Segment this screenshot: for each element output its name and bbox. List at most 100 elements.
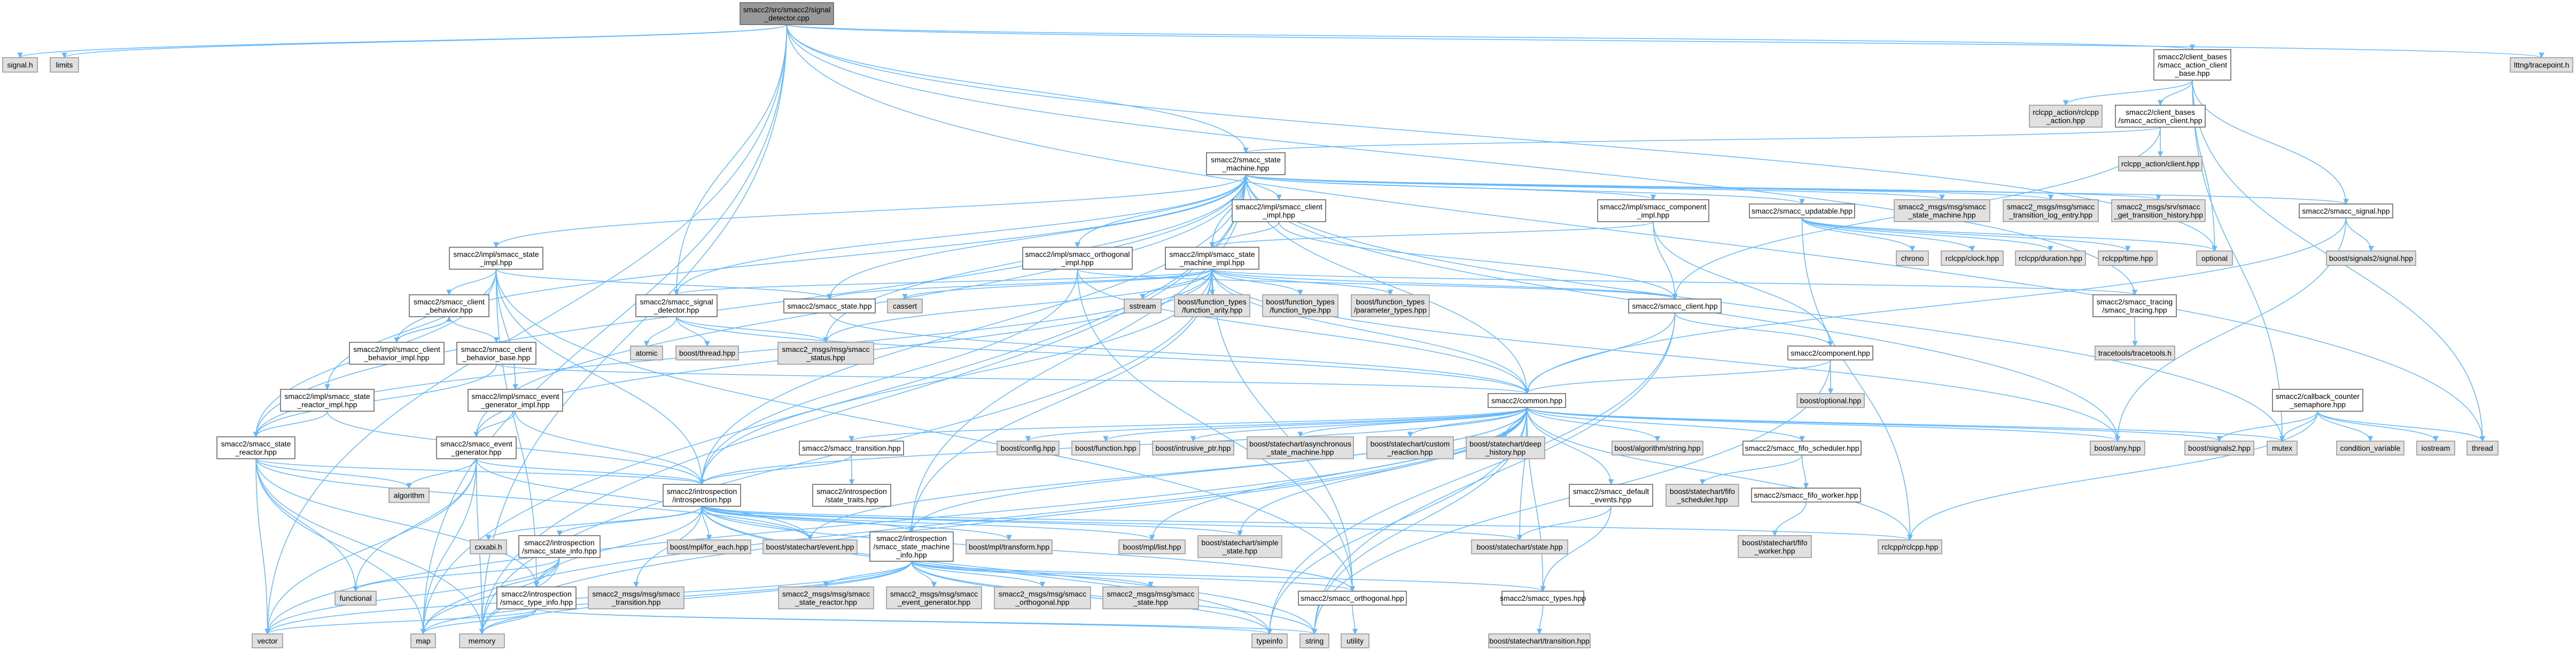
node-label: smacc2/smacc_client.hpp bbox=[1632, 302, 1718, 310]
dependency-edge bbox=[324, 269, 497, 390]
dependency-edge bbox=[643, 316, 677, 347]
graph-node-sr-impl[interactable]: smacc2/impl/smacc_state_reactor_impl.hpp bbox=[280, 389, 375, 412]
node-label: _history.hpp bbox=[1485, 448, 1526, 456]
graph-node-signal[interactable]: smacc2/smacc_signal.hpp bbox=[2299, 203, 2393, 218]
graph-node-fifosched[interactable]: smacc2/smacc_fifo_scheduler.hpp bbox=[1742, 441, 1862, 456]
node-label: boost/mpl/for_each.hpp bbox=[670, 543, 749, 551]
graph-node-tracing[interactable]: smacc2/smacc_tracing/smacc_tracing.hpp bbox=[2092, 294, 2177, 317]
node-label: smacc2/introspection bbox=[524, 538, 595, 547]
graph-node-action-client[interactable]: smacc2/client_bases/smacc_action_client.… bbox=[2115, 105, 2206, 128]
dependency-edge bbox=[786, 24, 2195, 51]
graph-node-component[interactable]: smacc2/component.hpp bbox=[1787, 346, 1873, 360]
graph-node-cb[interactable]: smacc2/smacc_client_behavior.hpp bbox=[409, 294, 489, 317]
node-box bbox=[280, 389, 375, 412]
graph-node-ccs[interactable]: smacc2/callback_counter_semaphore.hpp bbox=[2272, 389, 2363, 412]
graph-node-egen[interactable]: smacc2/smacc_event_generator.hpp bbox=[436, 436, 517, 459]
graph-node-sreactor[interactable]: smacc2/smacc_state_reactor.hpp bbox=[216, 436, 295, 459]
dependency-edge bbox=[829, 312, 1530, 395]
node-box bbox=[1597, 199, 1709, 222]
node-label: _behavior.hpp bbox=[425, 305, 473, 314]
dependency-edge bbox=[1245, 174, 2161, 201]
graph-node-state-impl[interactable]: smacc2/impl/smacc_state_impl.hpp bbox=[449, 247, 543, 270]
node-box bbox=[334, 591, 377, 606]
node-label: _action.hpp bbox=[2046, 116, 2085, 124]
node-label: _semaphore.hpp bbox=[2289, 400, 2346, 409]
graph-node-sd[interactable]: smacc2/smacc_signal_detector.hpp bbox=[635, 294, 718, 317]
dependency-edge bbox=[1237, 407, 1528, 537]
node-box bbox=[1612, 441, 1703, 456]
dependency-edge bbox=[420, 458, 477, 635]
dependency-edge bbox=[2063, 80, 2193, 106]
graph-node-cb-base[interactable]: smacc2/smacc_client_behavior_base.hpp bbox=[456, 342, 536, 365]
node-box bbox=[1466, 436, 1545, 459]
node-box bbox=[2118, 156, 2203, 171]
node-box bbox=[2029, 105, 2103, 128]
graph-root-node[interactable]: smacc2/src/smacc2/signal_detector.cpp bbox=[740, 2, 834, 25]
dependency-edge bbox=[264, 557, 560, 635]
graph-node-sinfo[interactable]: smacc2/introspection/smacc_state_info.hp… bbox=[518, 535, 601, 558]
node-box bbox=[459, 633, 505, 648]
graph-node-scstate: boost/statechart/state.hpp bbox=[1471, 539, 1568, 554]
node-label: rclcpp_action/rclcpp bbox=[2033, 108, 2099, 116]
graph-node-updatable[interactable]: smacc2/smacc_updatable.hpp bbox=[1749, 203, 1855, 218]
dependency-edge bbox=[255, 458, 485, 635]
dependency-edge bbox=[1801, 217, 1975, 252]
graph-node-eg-impl[interactable]: smacc2/impl/smacc_event_generator_impl.h… bbox=[468, 389, 563, 412]
node-box bbox=[2510, 57, 2573, 73]
dependency-edge bbox=[1516, 506, 1612, 541]
graph-node-custom: boost/statechart/custom_reaction.hpp bbox=[1366, 436, 1454, 459]
graph-node-fifoworker[interactable]: smacc2/smacc_fifo_worker.hpp bbox=[1751, 488, 1861, 503]
node-label: smacc2/smacc_signal bbox=[640, 297, 713, 306]
node-label: smacc2/smacc_fifo_scheduler.hpp bbox=[1745, 444, 1859, 452]
graph-node-signals2: boost/signals2.hpp bbox=[2184, 441, 2254, 456]
node-label: smacc2/impl/smacc_client bbox=[1235, 202, 1322, 211]
dependency-edge bbox=[1352, 605, 1358, 635]
graph-node-client-impl[interactable]: smacc2/impl/smacc_client_impl.hpp bbox=[1232, 199, 1326, 222]
node-box bbox=[449, 247, 543, 270]
graph-node-sm[interactable]: smacc2/smacc_state_machine.hpp bbox=[1206, 152, 1286, 175]
graph-node-state[interactable]: smacc2/smacc_state.hpp bbox=[783, 299, 876, 313]
graph-node-client[interactable]: smacc2/smacc_client.hpp bbox=[1628, 299, 1722, 313]
graph-node-cb-impl[interactable]: smacc2/impl/smacc_client_behavior_impl.h… bbox=[349, 342, 445, 365]
graph-node-condvar: condition_variable bbox=[2336, 441, 2404, 456]
graph-node-orth-impl[interactable]: smacc2/impl/smacc_orthogonal_impl.hpp bbox=[1022, 247, 1133, 270]
graph-node-acb[interactable]: smacc2/client_bases/smacc_action_client_… bbox=[2153, 49, 2231, 81]
node-box bbox=[2111, 199, 2206, 222]
graph-node-intro[interactable]: smacc2/introspection/introspection.hpp bbox=[663, 484, 741, 507]
graph-node-orth[interactable]: smacc2/smacc_orthogonal.hpp bbox=[1298, 591, 1407, 606]
node-box bbox=[1251, 633, 1288, 648]
node-label: lttng/tracepoint.h bbox=[2514, 61, 2570, 69]
node-box bbox=[1896, 250, 1929, 266]
node-box bbox=[252, 633, 283, 648]
node-box bbox=[2153, 49, 2231, 81]
graph-node-types[interactable]: smacc2/smacc_types.hpp bbox=[1500, 591, 1586, 606]
node-label: map bbox=[416, 637, 430, 645]
graph-node-defev[interactable]: smacc2/smacc_default_events.hpp bbox=[1569, 484, 1653, 507]
dependency-edge bbox=[1209, 221, 1654, 248]
node-box bbox=[2466, 441, 2499, 456]
node-label: smacc2/smacc_signal.hpp bbox=[2302, 207, 2390, 215]
graph-node-sminfo[interactable]: smacc2/introspection/smacc_state_machine… bbox=[869, 531, 954, 562]
dependency-edge bbox=[827, 174, 1247, 300]
dependency-edge bbox=[908, 269, 1213, 533]
node-label: boost/statechart/event.hpp bbox=[766, 543, 854, 551]
graph-node-transition[interactable]: smacc2/smacc_transition.hpp bbox=[799, 441, 904, 456]
dependency-edge bbox=[533, 557, 560, 588]
node-box bbox=[2015, 250, 2086, 266]
node-label: _state_reactor.hpp bbox=[795, 598, 857, 606]
node-label: _state.hpp bbox=[1133, 598, 1169, 606]
dependency-edge bbox=[786, 24, 2486, 442]
node-label: _transition_log_entry.hpp bbox=[2009, 210, 2092, 219]
dependency-edge bbox=[1526, 407, 1661, 442]
dependency-edge bbox=[1211, 269, 1303, 296]
graph-node-traits[interactable]: smacc2/introspection/state_traits.hpp bbox=[812, 484, 891, 507]
graph-node-intrusive: boost/intrusive_ptr.hpp bbox=[1152, 441, 1234, 456]
graph-node-typei[interactable]: smacc2/introspection/smacc_type_info.hpp bbox=[496, 586, 577, 609]
graph-node-component-impl[interactable]: smacc2/impl/smacc_component_impl.hpp bbox=[1597, 199, 1709, 222]
node-label: string bbox=[1305, 637, 1324, 645]
graph-node-smi[interactable]: smacc2/impl/smacc_state_machine_impl.hpp bbox=[1165, 247, 1259, 270]
node-label: smacc2/smacc_state.hpp bbox=[788, 302, 872, 310]
graph-node-common[interactable]: smacc2/common.hpp bbox=[1488, 393, 1566, 408]
dependency-edge bbox=[255, 458, 270, 635]
node-box bbox=[410, 633, 436, 648]
